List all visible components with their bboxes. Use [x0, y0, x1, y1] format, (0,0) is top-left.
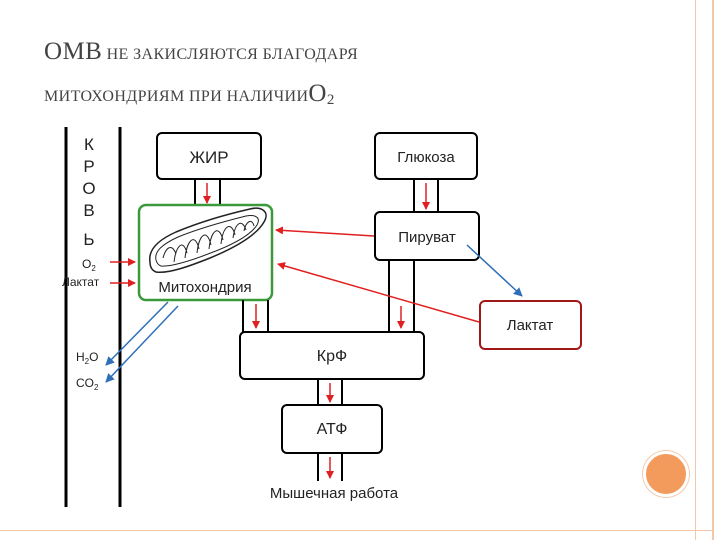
slide-title-line-1: ОМВ НЕ ЗАКИСЛЯЮТСЯ БЛАГОДАРЯ: [44, 38, 358, 66]
slide-title-line-2: МИТОХОНДРИЯМ ПРИ НАЛИЧИИO2: [44, 80, 335, 109]
title-oxygen-subscript: 2: [326, 92, 335, 108]
fat-box: [156, 132, 262, 180]
lactate-to-mitochondria-arrow: [277, 262, 480, 323]
oxygen-label: O2: [82, 257, 96, 273]
lactate-box: [479, 300, 582, 350]
blood-letter-3: О: [82, 179, 95, 198]
glucose-box: [374, 132, 478, 180]
water-label: H2O: [76, 350, 98, 366]
blood-letter-5: Ь: [83, 230, 94, 249]
pyruvate-label: Пируват: [398, 229, 456, 246]
frame-line-right-outer: [712, 0, 714, 540]
creatine-phosphate-label: КрФ: [317, 348, 347, 365]
title-oxygen: O: [308, 80, 327, 107]
mitochondrion-icon: [149, 207, 267, 274]
glucose-label: Глюкоза: [397, 149, 455, 166]
title-line-1-text: НЕ ЗАКИСЛЯЮТСЯ БЛАГОДАРЯ: [102, 46, 359, 63]
title-line-2-text: МИТОХОНДРИЯМ ПРИ НАЛИЧИИ: [44, 88, 309, 105]
lactate-label: Лактат: [507, 317, 554, 334]
blood-letter-1: К: [84, 135, 94, 154]
blood-letter-4: В: [83, 201, 94, 220]
water-arrow: [105, 301, 169, 366]
pyruvate-to-lactate-arrow: [466, 244, 523, 297]
lactate-side-label: Лактат: [62, 275, 100, 289]
title-abbreviation: ОМВ: [44, 38, 103, 65]
frame-line-right-inner: [695, 0, 696, 540]
pyruvate-box: [374, 211, 480, 261]
blood-letter-2: Р: [83, 157, 94, 176]
decorative-circle: [643, 451, 689, 497]
frame-line-bottom: [0, 530, 712, 531]
muscle-work-label: Мышечная работа: [270, 485, 399, 502]
pyruvate-to-mitochondria-arrow: [275, 226, 375, 237]
creatine-phosphate-box: [239, 331, 425, 380]
blood-label: К Р О В Ь: [82, 135, 95, 249]
fat-label: ЖИР: [189, 148, 228, 167]
atp-label: АТФ: [317, 421, 348, 438]
mitochondria-label: Митохондрия: [158, 279, 251, 296]
carbon-dioxide-arrow: [105, 305, 179, 383]
carbon-dioxide-label: CO2: [76, 376, 99, 392]
atp-box: [281, 404, 383, 454]
